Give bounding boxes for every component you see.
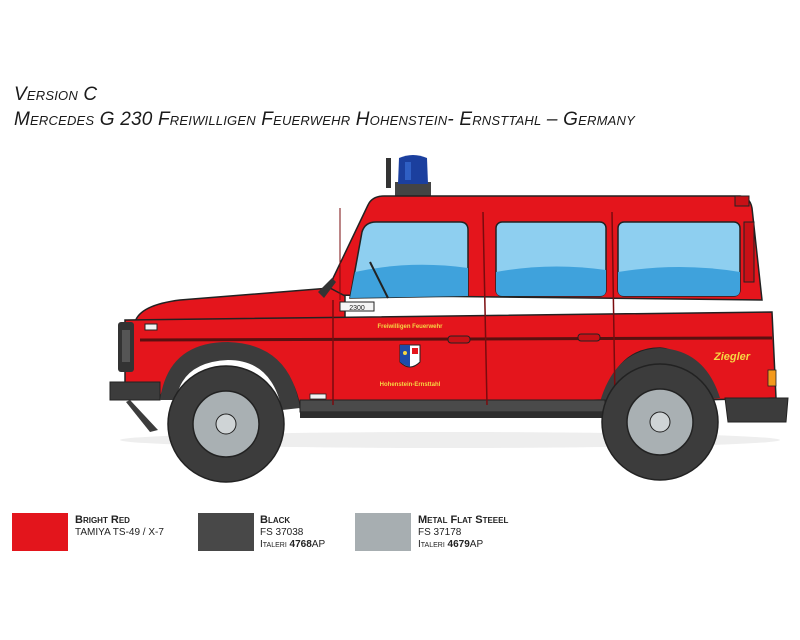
front-door-handle [447,335,471,344]
front-wheel [167,365,285,483]
paint-label-bright-red: Bright Red TAMIYA TS-49 / X-7 [75,514,164,538]
front-bumper [109,381,161,401]
paint-label-black: Black FS 37038 Italeri 4768AP [260,514,326,550]
rear-logo: Ziegler [713,351,751,363]
side-mirror [318,278,336,298]
door-text-bottom: Hohenstein-Ernsttahl [380,382,441,388]
vehicle-subtitle: Mercedes G 230 Freiwilligen Feuerwehr Ho… [14,109,635,130]
rear-door-handle [577,333,601,342]
paint-label-metal-flat-steel: Metal Flat Steeel FS 37178 Italeri 4679A… [418,514,509,550]
door-text-top: Freiwilligen Feuerwehr [377,324,443,330]
running-board [299,399,606,413]
front-flare [160,342,300,410]
paint-swatch-bright-red [12,513,68,551]
headlight [144,323,158,331]
plate-text: 2300 [349,305,365,312]
rear-wheel [601,363,719,481]
blue-beacon-icon [386,155,431,196]
vehicle-illustration: 2300 Freiwilligen Feuerwehr Hohenstein-E… [109,155,789,483]
paint-swatch-black [198,513,254,551]
paint-swatch-metal-flat-steel [355,513,411,551]
rear-bumper [724,397,789,423]
rear-flare [600,348,720,402]
coat-of-arms-icon [399,344,421,368]
version-title: Version C [14,84,98,105]
